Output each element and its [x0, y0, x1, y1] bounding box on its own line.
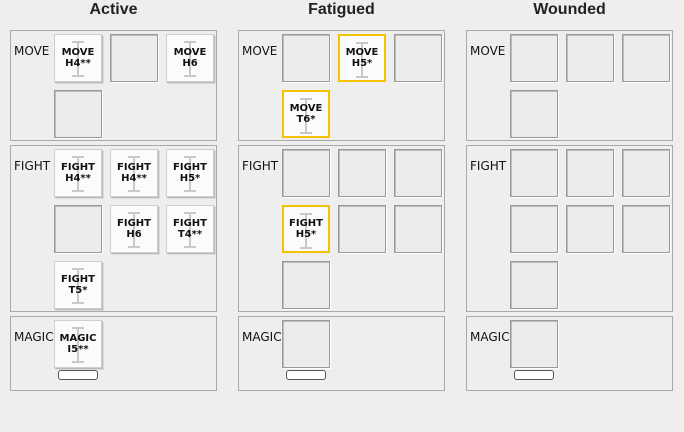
chit-type: MAGIC [59, 333, 97, 344]
chit-type: FIGHT [61, 274, 95, 285]
fight-label: FIGHT [470, 159, 507, 173]
chit-glyph-icon [298, 213, 314, 249]
empty-slot[interactable] [110, 34, 158, 82]
chit-fight-h5[interactable]: FIGHT H5* [282, 205, 330, 253]
empty-slot[interactable] [510, 261, 558, 309]
empty-slot[interactable] [338, 149, 386, 197]
chit-glyph-icon [70, 268, 86, 304]
chit-magic-i5[interactable]: MAGIC I5** [54, 320, 102, 368]
empty-slot[interactable] [282, 261, 330, 309]
chit-fight-h5[interactable]: FIGHT H5* [166, 149, 214, 197]
chit-type: MOVE [173, 47, 207, 58]
chit-type: FIGHT [117, 218, 151, 229]
chit-fight-h4[interactable]: FIGHT H4** [110, 149, 158, 197]
empty-slot[interactable] [338, 205, 386, 253]
chit-fight-h6[interactable]: FIGHT H6 [110, 205, 158, 253]
empty-slot[interactable] [54, 90, 102, 138]
chit-type: FIGHT [173, 162, 207, 173]
chit-glyph-icon [182, 41, 198, 77]
magic-label: MAGIC [242, 330, 282, 344]
chit-move-t6[interactable]: MOVE T6* [282, 90, 330, 138]
chit-fight-h4[interactable]: FIGHT H4** [54, 149, 102, 197]
chit-glyph-icon [182, 212, 198, 248]
chit-move-h4[interactable]: MOVE H4** [54, 34, 102, 82]
chit-glyph-icon [70, 327, 86, 363]
chit-type: MOVE [61, 47, 95, 58]
chit-glyph-icon [182, 156, 198, 192]
chit-value: T6* [296, 114, 316, 125]
empty-slot[interactable] [54, 205, 102, 253]
empty-slot[interactable] [394, 149, 442, 197]
chit-glyph-icon [354, 42, 370, 78]
wounded-column-title: Wounded [533, 1, 606, 18]
empty-slot[interactable] [394, 205, 442, 253]
chit-value: I5** [67, 344, 89, 355]
chit-value: H5* [295, 229, 317, 240]
empty-slot[interactable] [282, 320, 330, 368]
magic-color-slot[interactable] [58, 370, 98, 380]
move-label: MOVE [242, 44, 278, 58]
fatigued-fight-panel: FIGHT FIGHT H5* [238, 145, 445, 312]
empty-slot[interactable] [510, 34, 558, 82]
empty-slot[interactable] [510, 90, 558, 138]
chit-fight-t4[interactable]: FIGHT T4** [166, 205, 214, 253]
active-column-title: Active [89, 1, 138, 18]
fight-label: FIGHT [14, 159, 51, 173]
chit-value: T4** [177, 229, 203, 240]
magic-color-slot[interactable] [514, 370, 554, 380]
empty-slot[interactable] [622, 149, 670, 197]
magic-label: MAGIC [470, 330, 510, 344]
active-magic-panel: MAGIC MAGIC I5** [10, 316, 217, 391]
chit-glyph-icon [126, 212, 142, 248]
empty-slot[interactable] [566, 205, 614, 253]
magic-color-slot[interactable] [286, 370, 326, 380]
chit-glyph-icon [70, 156, 86, 192]
move-label: MOVE [470, 44, 506, 58]
empty-slot[interactable] [622, 205, 670, 253]
empty-slot[interactable] [622, 34, 670, 82]
chit-value: H5* [351, 58, 373, 69]
fight-label: FIGHT [242, 159, 279, 173]
empty-slot[interactable] [566, 149, 614, 197]
empty-slot[interactable] [510, 149, 558, 197]
chit-glyph-icon [70, 41, 86, 77]
wounded-fight-panel: FIGHT [466, 145, 673, 312]
fatigued-column-title: Fatigued [308, 1, 375, 18]
chit-value: T5* [68, 285, 88, 296]
chit-value: H4** [65, 173, 91, 184]
chit-value: H6 [182, 58, 198, 69]
chit-type: MOVE [345, 47, 379, 58]
chit-glyph-icon [298, 98, 314, 134]
chit-value: H5* [179, 173, 201, 184]
chit-fight-t5[interactable]: FIGHT T5* [54, 261, 102, 309]
chit-type: FIGHT [117, 162, 151, 173]
chit-glyph-icon [126, 156, 142, 192]
fatigued-magic-panel: MAGIC [238, 316, 445, 391]
chit-type: FIGHT [289, 218, 323, 229]
magic-label: MAGIC [14, 330, 54, 344]
chit-move-h6[interactable]: MOVE H6 [166, 34, 214, 82]
empty-slot[interactable] [510, 320, 558, 368]
active-move-panel: MOVE MOVE H4** MOVE H6 [10, 30, 217, 141]
wounded-magic-panel: MAGIC [466, 316, 673, 391]
wounded-move-panel: MOVE [466, 30, 673, 141]
chit-value: H4** [65, 58, 91, 69]
active-fight-panel: FIGHT FIGHT H4** FIGHT H4** FIGHT H5* FI… [10, 145, 217, 312]
empty-slot[interactable] [282, 34, 330, 82]
chit-type: MOVE [289, 103, 323, 114]
chit-move-h5[interactable]: MOVE H5* [338, 34, 386, 82]
empty-slot[interactable] [282, 149, 330, 197]
empty-slot[interactable] [394, 34, 442, 82]
chit-value: H6 [126, 229, 142, 240]
fatigued-move-panel: MOVE MOVE H5* MOVE T6* [238, 30, 445, 141]
chit-value: H4** [121, 173, 147, 184]
chit-type: FIGHT [173, 218, 207, 229]
empty-slot[interactable] [510, 205, 558, 253]
move-label: MOVE [14, 44, 50, 58]
empty-slot[interactable] [566, 34, 614, 82]
chit-type: FIGHT [61, 162, 95, 173]
